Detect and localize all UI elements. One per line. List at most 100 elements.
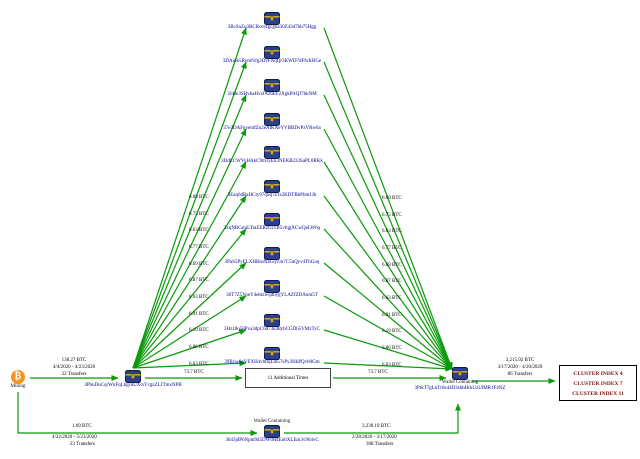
wallet-node[interactable]: 3PaS5PyELXHBhsNaGqVm7C5nQyv4ThGnq xyxy=(192,247,352,266)
wallet-icon xyxy=(264,314,280,327)
edge-amount: 138.27 BTC xyxy=(61,358,87,363)
additional-times-box[interactable]: 11 Additional Times xyxy=(245,368,331,388)
middle-spine-edges xyxy=(30,375,556,384)
edge-dates: 2/28/2020 - 3/17/2020 xyxy=(352,435,397,440)
mining-node[interactable]: ₿ Mining xyxy=(0,366,36,390)
wallet-node[interactable]: 3DdLCWVyHAkC9m3yEn3NEKB233SaPL0RKk xyxy=(192,146,352,165)
wallet-node[interactable]: 37e3DAFgvemfZn2eAtKAeYVBBDvPzVRw6a xyxy=(192,113,352,132)
wallet-address: 3Eaq6dBaHCty97qSq7z1z2KDTBbPbm1Jb xyxy=(227,193,317,198)
wallet-address: 37e3DAFgvemfZn2eAtKAeYVBBDvPzVRw6a xyxy=(223,126,321,131)
bottom-wallet-node[interactable]: Wallet Containing 3643jdP6Npm945DWtM4Eob… xyxy=(212,419,332,444)
edge-dates: 3/17/2020 - 4/20/2020 xyxy=(497,365,543,370)
destination-wallet-address: 3PtkT7gLnTr6e44D3sbhHrkUzUlMR1F4NZ xyxy=(414,386,506,391)
edge xyxy=(132,228,247,369)
transfer-amount-label: 6.63 BTC xyxy=(382,229,402,234)
wallet-node[interactable]: 36T7Z5YoeY4ebtzwqd6ygYLAZfZDAum5T xyxy=(192,280,352,299)
edge-label-destination-to-cluster: 3,215.92 BTC 3/17/2020 - 4/20/2020 86 Tr… xyxy=(478,357,562,378)
transfer-amount-label: 6.86 BTC xyxy=(382,346,402,351)
wallet-icon xyxy=(264,180,280,193)
wallet-icon xyxy=(264,247,280,260)
fan-hub-to-wallets xyxy=(132,27,247,369)
edge xyxy=(132,295,247,369)
transfer-amount-label: 6.91 BTC xyxy=(382,313,402,318)
edge xyxy=(323,94,453,370)
wallet-icon xyxy=(264,79,280,92)
edge-amount: 3,215.92 BTC xyxy=(505,358,535,363)
wallet-icon xyxy=(452,367,468,380)
transfer-amount-label: 6.63 BTC xyxy=(189,295,209,300)
cluster-index-line: CLUSTER INDEX 4 xyxy=(573,371,623,377)
edge xyxy=(323,228,453,370)
wallet-icon xyxy=(264,425,280,438)
fan-wallets-to-destination xyxy=(323,27,453,372)
hub-wallet-node[interactable]: 3PbnDuCqrWnFqLbgcaUXrsYcgzZLJTmxNPB xyxy=(76,370,190,389)
wallet-address: 36T7Z5YoeY4ebtzwqd6ygYLAZfZDAum5T xyxy=(226,293,318,298)
edge xyxy=(132,94,247,369)
bottom-wallet-label: Wallet Containing xyxy=(253,419,291,424)
bottom-wallet-address: 3643jdP6Npm945DWtM4EobXLEm3v964vC xyxy=(225,438,319,443)
edge xyxy=(323,362,453,372)
wallet-node[interactable]: 3xqNBGmiLTtaEERztccvB5vfqgXCwQeLW6q xyxy=(192,213,352,232)
mining-label: Mining xyxy=(10,384,26,389)
edge-mining-to-bottom xyxy=(17,392,258,436)
edge-amount-label: 73.7 BTC xyxy=(184,370,204,375)
wallet-icon xyxy=(264,46,280,59)
wallet-node[interactable]: 3Hz18q58Pva3dpC6d73k48ybCGDh5VMzTyC xyxy=(192,314,352,333)
wallet-node[interactable]: 39B1w6gVEXH4vbttqLm57sPy3HkPQvb0Gm xyxy=(192,347,352,366)
destination-wallet-node[interactable]: Wallet Containing 3PtkT7gLnTr6e44D3sbhHr… xyxy=(403,367,517,392)
edge xyxy=(132,195,247,369)
transfer-amount-label: 6.69 BTC xyxy=(189,195,209,200)
additional-times-label: 11 Additional Times xyxy=(267,375,309,381)
destination-wallet-label: Wallet Containing xyxy=(441,380,479,385)
transfer-amount-label: 6.69 BTC xyxy=(382,196,402,201)
edge-amount: 1.69 BTC xyxy=(72,424,92,429)
bottom-edges xyxy=(17,392,461,436)
edge-dates: 4/4/2020 - 4/23/2020 xyxy=(52,365,96,370)
edge xyxy=(323,262,453,370)
transfer-amount-label: 6.77 BTC xyxy=(382,246,402,251)
wallet-node[interactable]: 3Eaq6dBaHCty97qSq7z1z2KDTBbPbm1Jb xyxy=(192,180,352,199)
edge xyxy=(323,295,453,370)
edge xyxy=(132,329,247,369)
edge xyxy=(132,61,247,369)
wallet-icon xyxy=(264,347,280,360)
wallet-node[interactable]: 3BcSnZq3BCRcer4gcgna30Z43d7bb75Hgg xyxy=(192,12,352,31)
wallet-node[interactable]: 3J4Je3SHvbaHvsJAz6EF2XgkPrtQJ7bkNM xyxy=(192,79,352,98)
wallet-address: 3PaS5PyELXHBhsNaGqVm7C5nQyv4ThGnq xyxy=(224,260,320,265)
wallet-address: 3BcSnZq3BCRcer4gcgna30Z43d7bb75Hgg xyxy=(227,25,317,30)
edge-transfers: 308 Transfers xyxy=(366,442,394,447)
edge-bottom-to-destination xyxy=(284,403,461,434)
wallet-address: 3DAiok5RvmNJg2DvFNqQr3KWD7dFfxKBGe xyxy=(222,59,322,64)
bitcoin-icon: ₿ xyxy=(11,370,25,384)
edge-transfers: 22 Transfers xyxy=(61,372,87,377)
edge xyxy=(132,27,247,369)
transfer-amount-label: 6.63 BTC xyxy=(189,228,209,233)
transfer-amount-label: 6.87 BTC xyxy=(189,278,209,283)
edge-amount-label: 73.7 BTC xyxy=(368,370,388,375)
transfer-amount-label: 6.77 BTC xyxy=(189,245,209,250)
cluster-index-box[interactable]: CLUSTER INDEX 4 CLUSTER INDEX 7 CLUSTER … xyxy=(559,365,637,401)
transfer-amount-label: 6.63 BTC xyxy=(189,362,209,367)
transfer-amount-label: 6.75 BTC xyxy=(382,213,402,218)
wallet-icon xyxy=(264,280,280,293)
wallet-icon xyxy=(264,113,280,126)
transfer-amount-label: 6.86 BTC xyxy=(189,345,209,350)
edge xyxy=(323,161,453,370)
transfer-amount-label: 6.63 BTC xyxy=(382,296,402,301)
hub-wallet-address: 3PbnDuCqrWnFqLbgcaUXrsYcgzZLJTmxNPB xyxy=(84,383,182,388)
wallet-icon xyxy=(125,370,141,383)
wallet-icon xyxy=(264,213,280,226)
edge xyxy=(323,195,453,370)
wallet-node[interactable]: 3DAiok5RvmNJg2DvFNqQr3KWD7dFfxKBGe xyxy=(192,46,352,65)
edge-amount: 3,230.19 BTC xyxy=(362,424,391,429)
edge-dates: 4/22/2020 - 5/23/2020 xyxy=(52,435,97,440)
transfer-amount-label: 6.19 BTC xyxy=(382,329,402,334)
edge xyxy=(132,161,247,369)
transfer-amount-label: 6.69 BTC xyxy=(189,262,209,267)
edge-transfers: 23 Transfers xyxy=(70,442,95,447)
transfer-amount-label: 6.69 BTC xyxy=(382,263,402,268)
transfer-amount-label: 6.91 BTC xyxy=(189,312,209,317)
wallet-address: 39B1w6gVEXH4vbttqLm57sPy3HkPQvb0Gm xyxy=(224,360,320,365)
